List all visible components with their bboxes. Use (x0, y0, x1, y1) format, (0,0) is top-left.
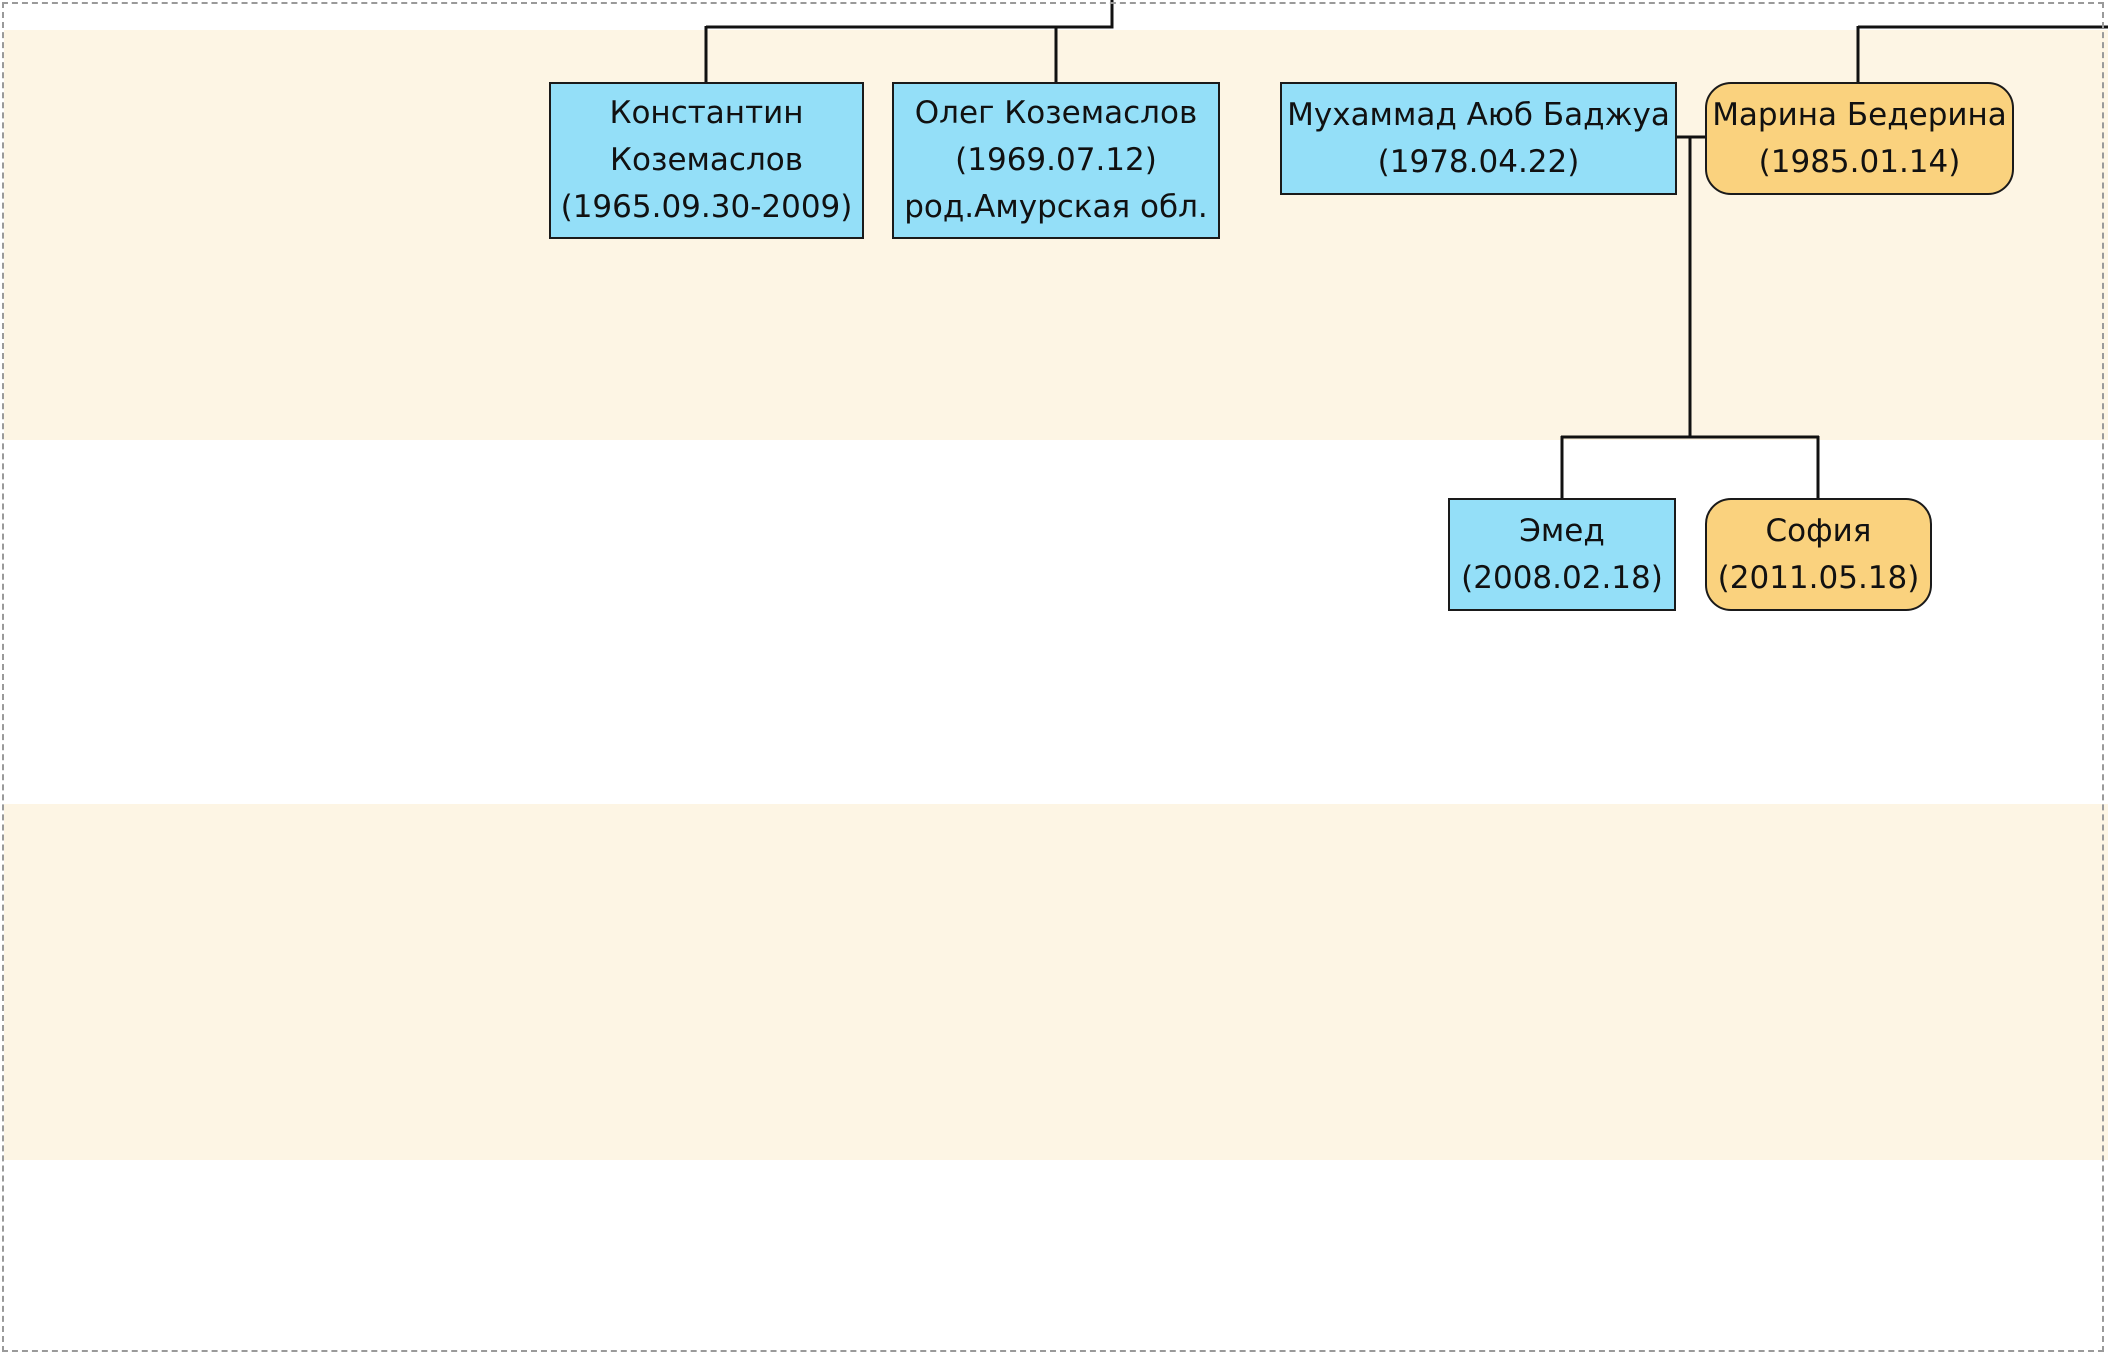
person-dates: (1985.01.14) (1758, 143, 1961, 180)
person-card-marina[interactable]: Марина Бедерина (1985.01.14) (1705, 82, 2014, 195)
person-card-emed[interactable]: Эмед (2008.02.18) (1448, 498, 1676, 611)
person-card-muhammad[interactable]: Мухаммад Аюб Баджуа (1978.04.22) (1280, 82, 1677, 195)
person-name-line: София (1765, 512, 1872, 549)
person-birthplace: род.Амурская обл. (904, 189, 1208, 225)
person-card-oleg[interactable]: Олег Коземаслов (1969.07.12) род.Амурска… (892, 82, 1220, 239)
person-dates: (1969.07.12) (955, 142, 1157, 178)
generation-band-3 (4, 804, 2108, 1160)
person-dates: (2011.05.18) (1717, 559, 1920, 596)
person-card-konstantin[interactable]: Константин Коземаслов (1965.09.30-2009) (549, 82, 864, 239)
person-name-line: Константин (609, 95, 804, 131)
person-dates: (1978.04.22) (1377, 143, 1580, 180)
person-card-sofia[interactable]: София (2011.05.18) (1705, 498, 1932, 611)
person-name-line: Коземаслов (609, 142, 803, 178)
person-name-line: Марина Бедерина (1712, 96, 2007, 133)
person-dates: (2008.02.18) (1461, 559, 1663, 596)
person-dates: (1965.09.30-2009) (560, 189, 853, 225)
person-name-line: Мухаммад Аюб Баджуа (1287, 96, 1670, 133)
person-name-line: Эмед (1519, 512, 1605, 549)
person-name-line: Олег Коземаслов (914, 95, 1198, 131)
